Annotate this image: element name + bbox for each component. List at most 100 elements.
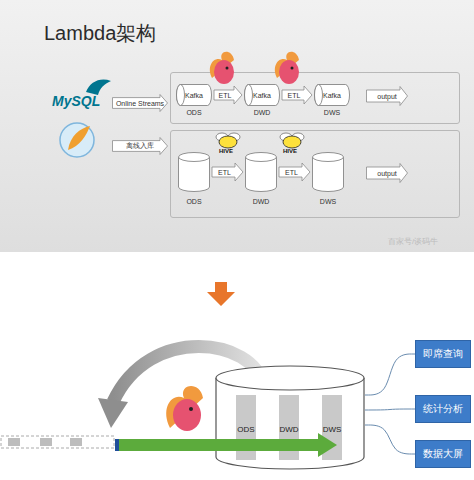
block-arrow: 离线入库 [112, 137, 168, 155]
cylinder-label: DWD [244, 109, 280, 116]
cylinder-end [177, 85, 185, 106]
flume-logo [60, 123, 94, 157]
block-arrow-outline [366, 86, 408, 106]
feedback-arrowhead [98, 398, 128, 428]
warehouse-top [216, 366, 364, 390]
etl-arrow [214, 86, 242, 104]
kafka-cylinder: KafkaDWD [244, 84, 280, 120]
flink-eye [226, 67, 229, 70]
cylinder-outline [245, 152, 277, 192]
cylinder-body [313, 157, 344, 192]
block-arrow: Online Streams [112, 94, 168, 112]
layer-label: ODS [236, 425, 256, 434]
output-label: 即席查询 [416, 347, 470, 361]
cylinder-body [179, 157, 210, 192]
cylinder-label: Kafka [244, 92, 280, 99]
edge-label: ETL [288, 92, 301, 99]
layer-bar: ODS [236, 395, 256, 460]
cylinder-label: DWD [245, 198, 277, 205]
cylinder-outline [244, 84, 280, 106]
logo-text: MySQL [52, 93, 100, 109]
cylinder-label: ODS [176, 109, 212, 116]
feedback-curve [113, 347, 262, 403]
arrow-label: output [366, 93, 408, 100]
etl-arrow [212, 163, 243, 181]
cylinder-label: ODS [178, 198, 210, 205]
output-connector [365, 425, 415, 454]
slide-background [0, 0, 474, 252]
block-arrow-path [367, 164, 408, 183]
hive-bee [283, 136, 301, 148]
arrow-label: output [366, 170, 408, 177]
cylinder-outline [314, 84, 350, 106]
cylinder-outline [176, 84, 212, 106]
watermark: 百家号/谈码牛 [388, 236, 438, 247]
etl-arrow [279, 163, 310, 181]
arrow-label: Online Streams [112, 100, 168, 107]
flink-tail [275, 52, 299, 78]
stream-arrow-head [318, 433, 337, 457]
cylinder-top [313, 153, 344, 162]
etl-arrow [282, 86, 312, 104]
flume-feather [68, 126, 90, 150]
cylinder-outline [312, 152, 344, 192]
logo-text: HIVE [219, 148, 233, 154]
output-box: 数据大屏 [415, 440, 471, 468]
hive-wing [280, 133, 292, 141]
block-arrow-path [113, 138, 168, 155]
kafka-cylinder: KafkaODS [176, 84, 212, 120]
storage-cylinder: DWS [312, 152, 344, 210]
flink-tail [166, 386, 203, 428]
output-label: 数据大屏 [416, 447, 470, 461]
cylinder-top [179, 153, 210, 162]
block-arrow-path [113, 95, 168, 112]
slide-title: Lambda架构 [44, 20, 156, 47]
stream-bar [1, 436, 114, 448]
layer-bar: DWS [322, 395, 342, 460]
cylinder-label: DWS [314, 109, 350, 116]
cylinder-body [246, 157, 277, 192]
storage-cylinder: DWD [245, 152, 277, 210]
warehouse-outline [215, 365, 365, 470]
stream-record [8, 438, 20, 446]
edge-label: ETL [218, 169, 231, 176]
hive-bee [219, 136, 237, 148]
flink-eye [189, 407, 193, 411]
cylinder-body [177, 85, 212, 106]
flink-tail [210, 52, 234, 78]
warehouse-cylinder: ODS DWD DWS [215, 365, 365, 470]
cylinder-label: Kafka [314, 92, 350, 99]
flink-logo [166, 386, 203, 431]
block-arrow-outline [112, 137, 168, 155]
output-connector [365, 409, 415, 410]
cylinder-outline [178, 152, 210, 192]
edge-label: ETL [285, 169, 298, 176]
stream-arrow-shaft [115, 439, 318, 451]
cylinder-end [245, 85, 253, 106]
output-connector [365, 354, 415, 395]
block-arrow-path [367, 87, 408, 106]
layer-bar: DWD [279, 395, 299, 460]
storage-cylinder: ODS [178, 152, 210, 210]
flink-body [214, 60, 234, 84]
logo-text: HIVE [283, 148, 297, 154]
cylinder-top [246, 153, 277, 162]
kafka-cylinder: KafkaDWS [314, 84, 350, 120]
hive-logo [216, 133, 240, 148]
block-arrow: output [366, 163, 408, 183]
flink-eye [291, 67, 294, 70]
flink-body [173, 399, 201, 431]
arrow-label: 离线入库 [112, 141, 168, 151]
output-box: 统计分析 [415, 395, 471, 423]
output-box: 即席查询 [415, 340, 471, 368]
edge-label: ETL [219, 92, 232, 99]
cylinder-body [245, 85, 280, 106]
block-arrow-outline [366, 163, 408, 183]
hive-logo [280, 133, 304, 148]
down-arrow [207, 282, 235, 306]
